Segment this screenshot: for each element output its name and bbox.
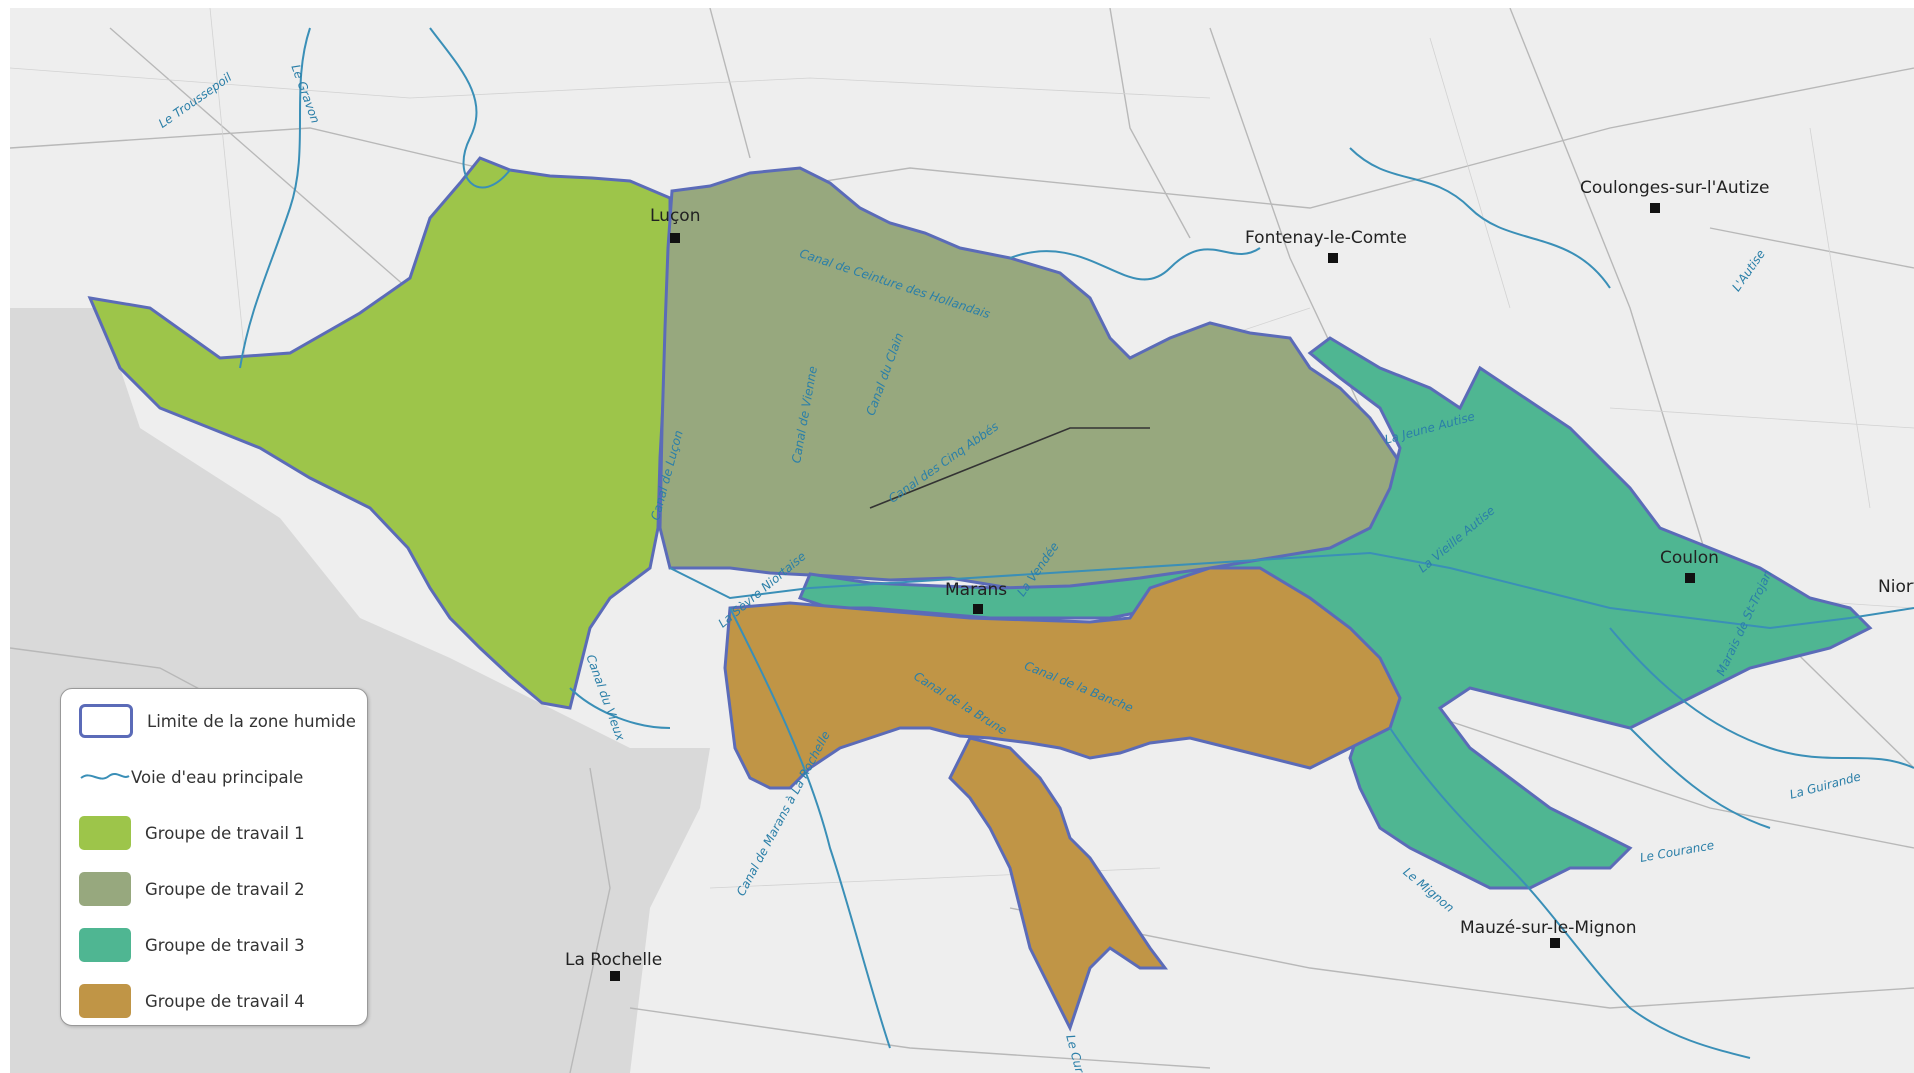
legend: Limite de la zone humide Voie d'eau prin… bbox=[60, 688, 368, 1026]
town-label-coulon: Coulon bbox=[1660, 548, 1719, 568]
legend-swatch-boundary bbox=[79, 704, 133, 738]
legend-label: Groupe de travail 2 bbox=[145, 879, 305, 899]
town-marker-fontenay bbox=[1328, 253, 1338, 263]
town-marker-coulonges bbox=[1650, 203, 1660, 213]
town-marker-lucon bbox=[670, 233, 680, 243]
zone-group-2 bbox=[658, 166, 1412, 590]
legend-label: Groupe de travail 1 bbox=[145, 823, 305, 843]
legend-item-group-3: Groupe de travail 3 bbox=[79, 927, 305, 963]
legend-item-boundary: Limite de la zone humide bbox=[79, 703, 356, 739]
town-marker-marans bbox=[973, 604, 983, 614]
road-network bbox=[10, 8, 1914, 1073]
canal-line bbox=[869, 427, 1150, 509]
main-waterways bbox=[239, 27, 1914, 1059]
legend-label: Groupe de travail 3 bbox=[145, 935, 305, 955]
town-label-la-rochelle: La Rochelle bbox=[565, 950, 663, 970]
town-label-lucon: Luçon bbox=[650, 206, 701, 226]
legend-item-waterway: Voie d'eau principale bbox=[79, 759, 303, 795]
town-marker-mauze bbox=[1550, 938, 1560, 948]
legend-swatch-group-3 bbox=[79, 928, 131, 962]
legend-item-group-2: Groupe de travail 2 bbox=[79, 871, 305, 907]
town-label-coulonges: Coulonges-sur-l'Autize bbox=[1580, 178, 1770, 198]
town-marker-coulon bbox=[1685, 573, 1695, 583]
town-marker-la-rochelle bbox=[610, 971, 620, 981]
legend-label: Voie d'eau principale bbox=[131, 767, 304, 787]
zone-group-4-south bbox=[948, 736, 1168, 1032]
legend-label: Groupe de travail 4 bbox=[145, 991, 305, 1011]
zone-group-1 bbox=[87, 156, 672, 710]
legend-item-group-4: Groupe de travail 4 bbox=[79, 983, 305, 1019]
town-label-mauze: Mauzé-sur-le-Mignon bbox=[1460, 918, 1637, 938]
legend-swatch-waterway bbox=[80, 773, 130, 780]
town-label-marans: Marans bbox=[945, 580, 1008, 600]
zone-group-4 bbox=[723, 566, 1402, 790]
legend-label: Limite de la zone humide bbox=[147, 711, 356, 731]
legend-swatch-group-2 bbox=[79, 872, 131, 906]
legend-swatch-group-1 bbox=[79, 816, 131, 850]
town-label-fontenay: Fontenay-le-Comte bbox=[1245, 228, 1407, 248]
town-label-niort: Niort bbox=[1878, 577, 1914, 597]
legend-item-group-1: Groupe de travail 1 bbox=[79, 815, 305, 851]
legend-swatch-group-4 bbox=[79, 984, 131, 1018]
